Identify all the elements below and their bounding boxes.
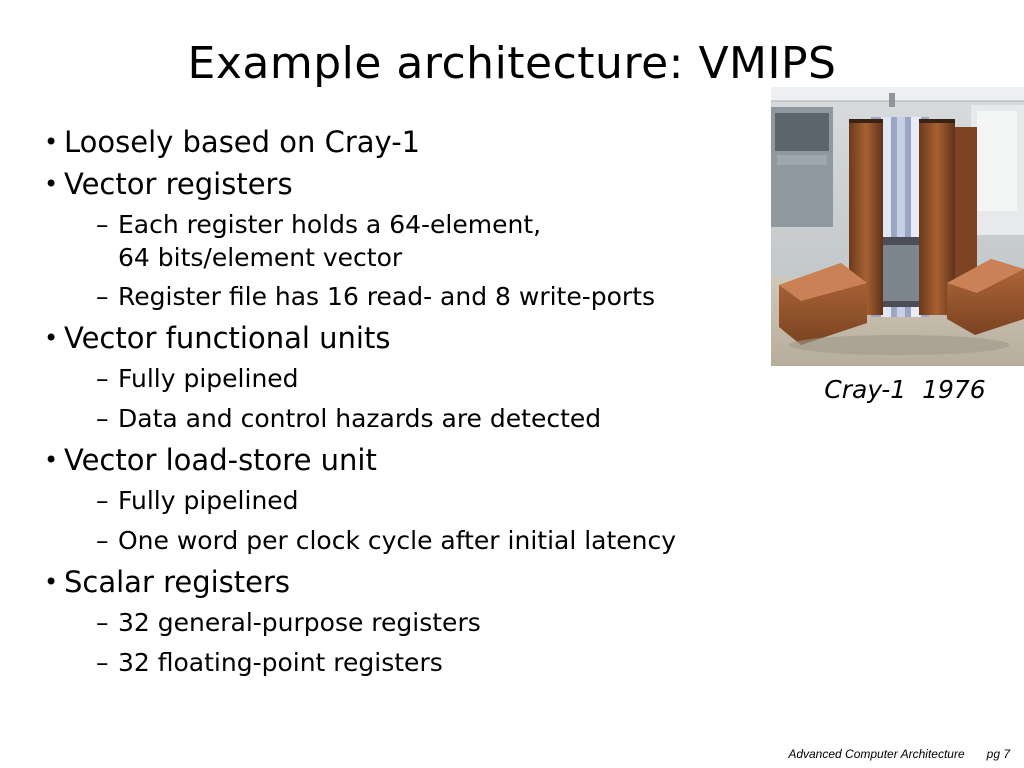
sub-bullet-item: – One word per clock cycle after initial… [44,524,784,558]
sub-bullet-marker: – [96,404,109,433]
sub-bullet-item: – Fully pipelined [44,362,784,396]
sub-bullet-item: – 32 floating-point registers [44,646,784,680]
sub-bullet-item: – Fully pipelined [44,484,784,518]
sub-bullet-text: Register file has 16 read- and 8 write-p… [118,282,656,311]
bullet-item: • Scalar registers [44,564,784,600]
footer-page-number: pg 7 [986,747,1010,761]
sub-bullet-marker: – [96,210,109,239]
bullet-text: Vector registers [64,167,293,201]
sub-bullet-item: – Register file has 16 read- and 8 write… [44,280,784,314]
slide-title: Example architecture: VMIPS [187,38,837,89]
cray-1-supercomputer-photo [771,87,1024,366]
sub-bullet-text: Data and control hazards are detected [118,404,602,433]
bullet-item: • Vector load-store unit [44,442,784,478]
sub-bullet-marker: – [96,364,109,393]
bullet-marker: • [44,170,59,198]
sub-bullet-text-continued: 64 bits/element vector [118,243,403,272]
bullet-marker: • [44,324,59,352]
sub-bullet-marker: – [96,648,109,677]
sub-bullet-item: – Each register holds a 64-element, 64 b… [44,208,784,274]
bullet-item: • Loosely based on Cray-1 [44,124,784,160]
slide-footer: Advanced Computer Architecture pg 7 [788,746,1010,762]
bullet-text: Scalar registers [64,565,291,599]
sub-bullet-item: – Data and control hazards are detected [44,402,784,436]
sub-bullet-marker: – [96,526,109,555]
bullet-item: • Vector functional units [44,320,784,356]
sub-bullet-text: 32 floating-point registers [118,648,443,677]
bullet-list: • Loosely based on Cray-1 • Vector regis… [44,124,784,680]
bullet-text: Loosely based on Cray-1 [64,125,421,159]
bullet-text: Vector functional units [64,321,391,355]
bullet-text: Vector load-store unit [64,443,377,477]
footer-course: Advanced Computer Architecture [788,747,965,761]
sub-bullet-text: 32 general-purpose registers [118,608,481,637]
bullet-marker: • [44,568,59,596]
sub-bullet-marker: – [96,282,109,311]
bullet-item: • Vector registers [44,166,784,202]
sub-bullet-item: – 32 general-purpose registers [44,606,784,640]
sub-bullet-text: Each register holds a 64-element, [118,210,542,239]
image-caption: Cray-1 1976 [824,375,986,404]
sub-bullet-marker: – [96,608,109,637]
bullet-marker: • [44,446,59,474]
sub-bullet-marker: – [96,486,109,515]
bullet-marker: • [44,128,59,156]
sub-bullet-text: Fully pipelined [118,364,299,393]
sub-bullet-text: One word per clock cycle after initial l… [118,526,677,555]
sub-bullet-text: Fully pipelined [118,486,299,515]
